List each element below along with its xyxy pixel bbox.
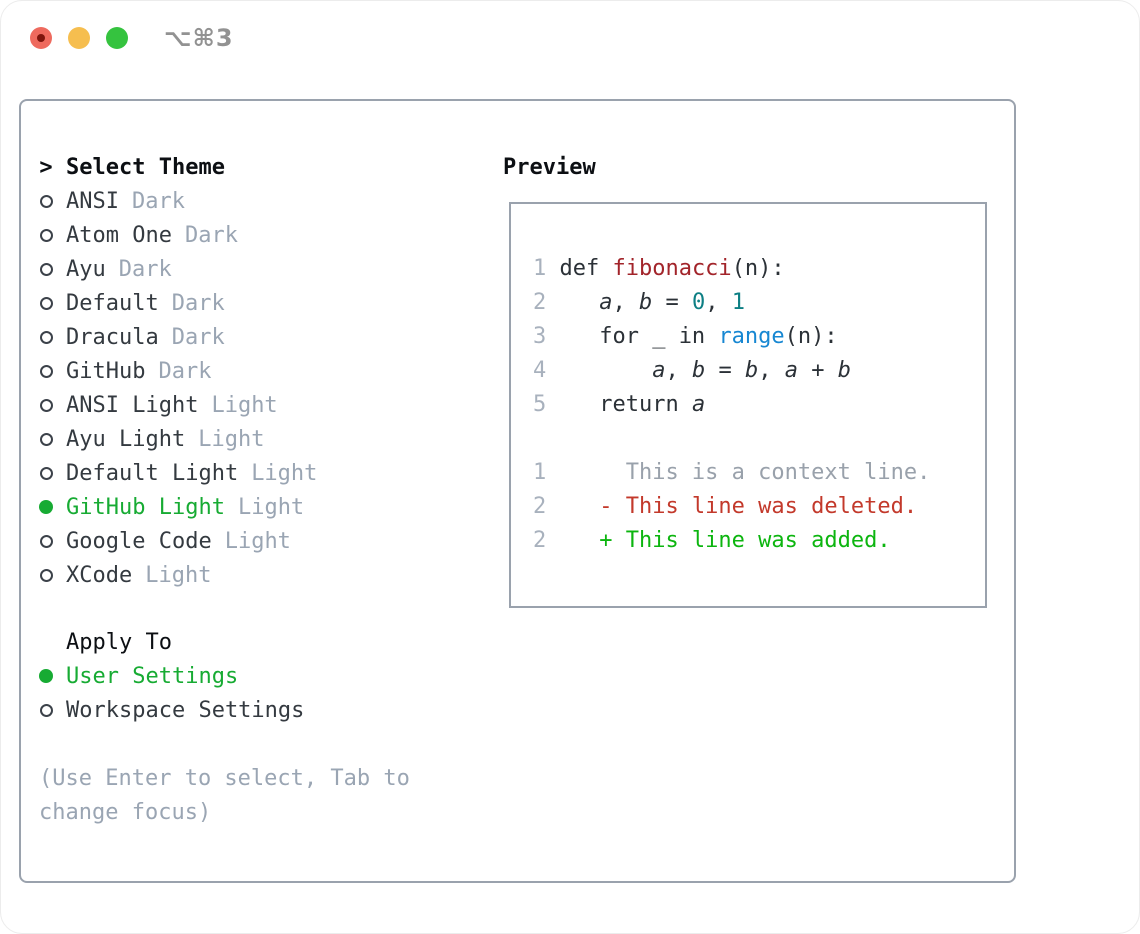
theme-option-default-light[interactable]: Default Light Light: [39, 456, 317, 490]
line-number: 5: [533, 391, 547, 417]
theme-option-label: Default Light: [66, 460, 239, 486]
record-dot-icon: [37, 34, 45, 42]
theme-list-header-row: > Select Theme: [39, 150, 317, 184]
radio-icon: [39, 558, 53, 592]
theme-option-ayu-light[interactable]: Ayu Light Light: [39, 422, 317, 456]
theme-variant-tag: Dark: [131, 188, 185, 214]
line-number: 4: [533, 357, 547, 383]
radio-icon: [39, 388, 53, 422]
code-line: 3 for _ in range(n):: [533, 323, 838, 349]
theme-variant-tag: Light: [145, 562, 212, 588]
theme-variant-tag: Light: [198, 426, 265, 452]
theme-option-label: GitHub: [66, 358, 146, 384]
selected-radio-icon: [39, 490, 53, 524]
theme-variant-tag: Dark: [158, 358, 212, 384]
radio-icon: [39, 218, 53, 252]
code-line: 5 return a: [533, 391, 706, 417]
code-line: 2 + This line was added.: [533, 527, 891, 553]
window-titlebar: ⌥⌘3: [1, 1, 1139, 75]
theme-variant-tag: Light: [211, 392, 278, 418]
maximize-button[interactable]: [106, 27, 128, 49]
theme-option-default[interactable]: Default Dark: [39, 286, 317, 320]
theme-variant-tag: Light: [224, 528, 291, 554]
theme-variant-tag: Dark: [171, 324, 225, 350]
line-number: 3: [533, 323, 547, 349]
apply-to-header: Apply To: [66, 629, 172, 655]
apply-option-label: Workspace Settings: [66, 697, 305, 723]
keyboard-hint: (Use Enter to select, Tab to change focus…: [39, 761, 410, 829]
theme-option-google-code[interactable]: Google Code Light: [39, 524, 317, 558]
hint-text-line: change focus): [39, 799, 212, 825]
cursor-chevron-icon: >: [39, 154, 53, 180]
theme-variant-tag: Light: [237, 494, 305, 520]
theme-option-atom-one[interactable]: Atom One Dark: [39, 218, 317, 252]
traffic-lights: [1, 27, 128, 49]
apply-option-workspace-settings[interactable]: Workspace Settings: [39, 693, 304, 727]
radio-icon: [39, 320, 53, 354]
theme-option-label: GitHub Light: [66, 494, 225, 520]
theme-option-label: ANSI Light: [66, 392, 199, 418]
theme-option-ansi-light[interactable]: ANSI Light Light: [39, 388, 317, 422]
window-title: ⌥⌘3: [164, 24, 234, 52]
theme-option-xcode[interactable]: XCode Light: [39, 558, 317, 592]
theme-option-github-light[interactable]: GitHub Light Light: [39, 490, 317, 524]
theme-option-label: Dracula: [66, 324, 159, 350]
radio-icon: [39, 184, 53, 218]
radio-icon: [39, 693, 53, 727]
theme-variant-tag: Light: [251, 460, 318, 486]
theme-option-label: Atom One: [66, 222, 172, 248]
theme-option-label: Default: [66, 290, 159, 316]
apply-option-user-settings[interactable]: User Settings: [39, 659, 304, 693]
radio-icon: [39, 286, 53, 320]
theme-variant-tag: Dark: [118, 256, 172, 282]
line-number: 2: [533, 493, 547, 519]
theme-option-label: Ayu: [66, 256, 106, 282]
minimize-button[interactable]: [68, 27, 90, 49]
radio-icon: [39, 524, 53, 558]
code-line: 2 a, b = 0, 1: [533, 289, 745, 315]
line-number: 2: [533, 527, 547, 553]
theme-option-label: Google Code: [66, 528, 212, 554]
theme-option-label: ANSI: [66, 188, 119, 214]
line-number: 1: [533, 255, 547, 281]
theme-option-label: Ayu Light: [66, 426, 186, 452]
close-button[interactable]: [30, 27, 52, 49]
radio-icon: [39, 252, 53, 286]
code-line: 4 a, b = b, a + b: [533, 357, 851, 383]
theme-option-ansi[interactable]: ANSI Dark: [39, 184, 317, 218]
theme-variant-tag: Dark: [171, 290, 225, 316]
hint-text-line: (Use Enter to select, Tab to: [39, 765, 410, 791]
apply-option-label: User Settings: [66, 663, 239, 689]
radio-icon: [39, 456, 53, 490]
line-number: 2: [533, 289, 547, 315]
theme-list-header: Select Theme: [66, 154, 225, 180]
code-line: [533, 421, 975, 455]
radio-icon: [39, 422, 53, 456]
line-number: 1: [533, 459, 547, 485]
theme-option-label: XCode: [66, 562, 133, 588]
theme-option-ayu[interactable]: Ayu Dark: [39, 252, 317, 286]
selected-radio-icon: [39, 659, 53, 693]
code-line: 1 This is a context line.: [533, 459, 931, 485]
theme-variant-tag: Dark: [184, 222, 238, 248]
radio-icon: [39, 354, 53, 388]
theme-option-github[interactable]: GitHub Dark: [39, 354, 317, 388]
code-line: 2 - This line was deleted.: [533, 493, 918, 519]
preview-header: Preview: [503, 154, 596, 180]
theme-option-dracula[interactable]: Dracula Dark: [39, 320, 317, 354]
